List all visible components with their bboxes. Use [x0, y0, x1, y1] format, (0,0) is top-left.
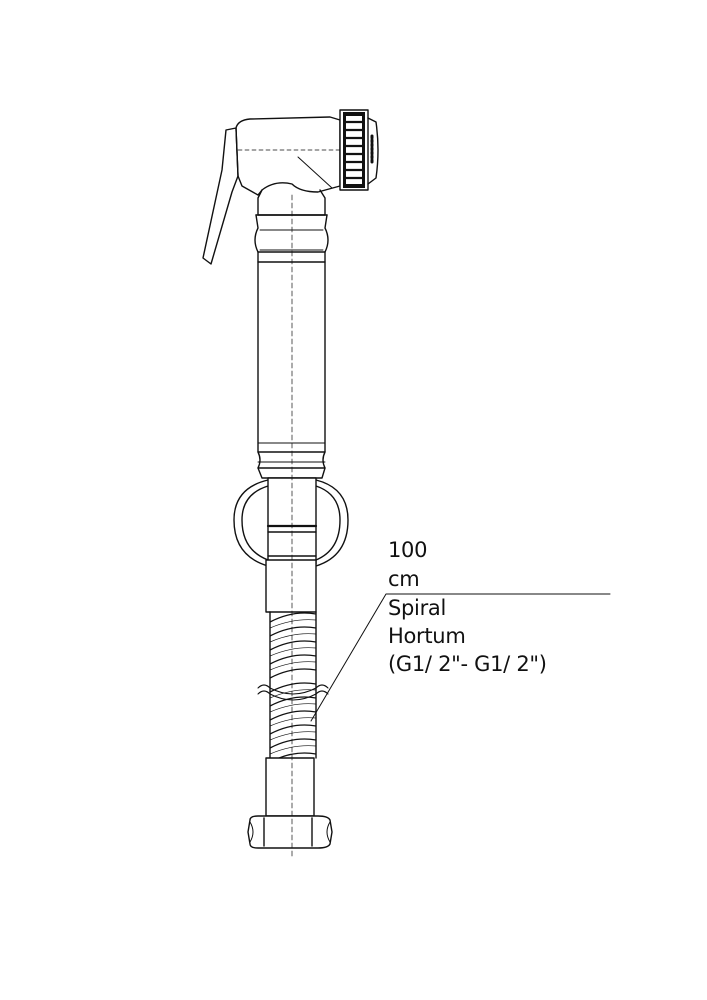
hose-top-fitting: [265, 559, 317, 613]
bottom-fitting: [247, 757, 333, 849]
annotation-hose-name: Hortum: [388, 624, 466, 648]
nozzle-face: [367, 117, 379, 185]
spray-head: [202, 109, 379, 265]
handle: [254, 189, 329, 479]
leader-line: [310, 593, 611, 722]
annotation-length-unit: cm: [388, 567, 420, 591]
head-body: [235, 116, 341, 196]
holder-ring: [233, 477, 349, 567]
trigger-lever: [202, 127, 239, 265]
annotation-hose-type: Spiral: [388, 596, 447, 620]
annotation-thread-spec: (G1/ 2"- G1/ 2"): [388, 652, 547, 676]
annotation-length-value: 100: [388, 538, 428, 562]
hex-nut: [247, 815, 333, 849]
spiral-hose: [257, 611, 329, 759]
